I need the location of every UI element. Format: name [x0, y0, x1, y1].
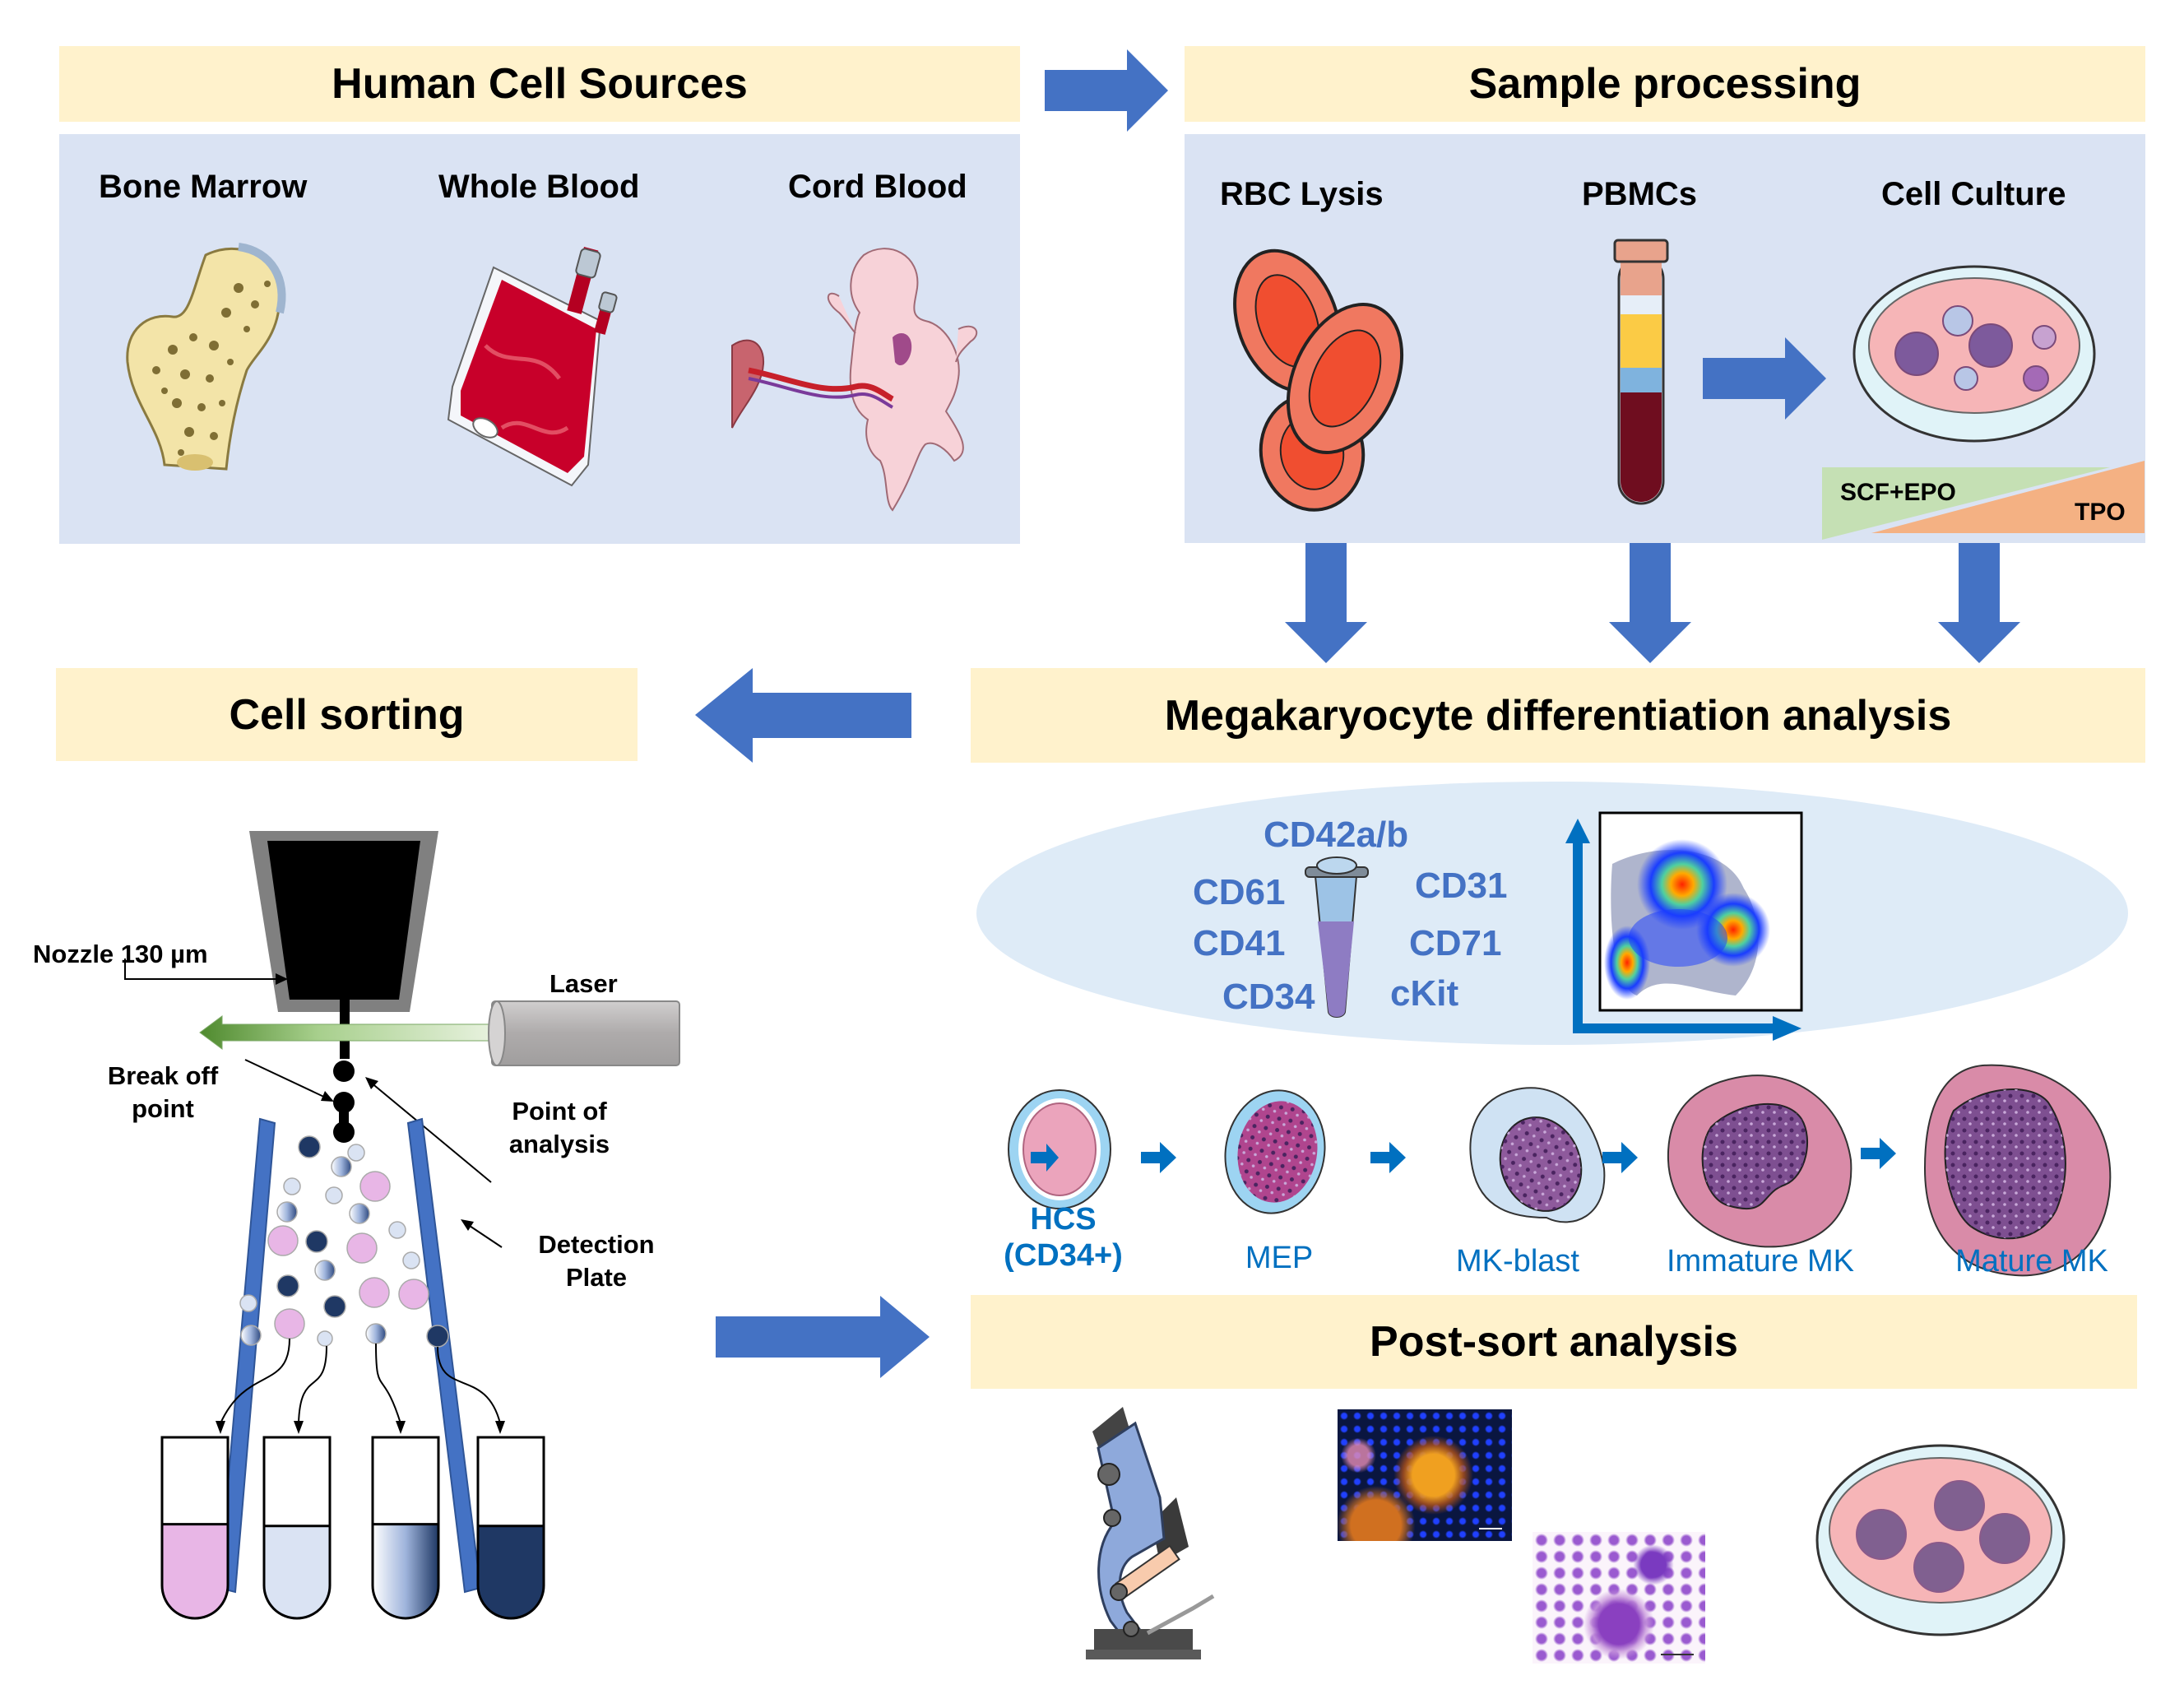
header-post-sort: Post-sort analysis — [971, 1295, 2137, 1389]
header-sample-processing: Sample processing — [1185, 46, 2145, 122]
label-laser: Laser — [549, 969, 618, 998]
stage-label-hcs: HCS (CD34+) — [1004, 1202, 1123, 1273]
antibody-tube-icon — [1305, 856, 1369, 1018]
sorted-cell-particles — [239, 1135, 449, 1348]
marker-cd61: CD61 — [1193, 872, 1286, 912]
label-scf-epo: SCF+EPO — [1840, 479, 1956, 506]
stage-label-immature-mk: Immature MK — [1666, 1244, 1855, 1279]
cytokine-gradient — [1822, 461, 2145, 540]
cell-mep — [1224, 1089, 1326, 1214]
header-mk-differentiation: Megakaryocyte differentiation analysis — [971, 668, 2145, 763]
tube-liquid — [478, 1525, 544, 1618]
mk-stage-cells — [1008, 1064, 2112, 1277]
scale-bar — [1479, 1528, 1502, 1529]
tube-liquid — [373, 1524, 438, 1618]
flow-density-cloud — [1604, 839, 1770, 1000]
flow-arrow-left — [695, 668, 911, 763]
bone-marrow-icon — [126, 243, 286, 471]
stage-label-mk-blast: MK-blast — [1456, 1244, 1579, 1279]
tube-liquid — [162, 1524, 228, 1618]
label-break-off-point: Break off point — [107, 1061, 219, 1123]
collection-tube — [160, 1436, 230, 1620]
density-tube-icon — [1613, 239, 1669, 505]
marker-ellipse — [976, 782, 2128, 1045]
label-cord-blood: Cord Blood — [788, 169, 967, 205]
flow-arrow-down-1 — [1285, 543, 1367, 663]
flow-cytometry-plot — [1565, 811, 1803, 1041]
label-bone-marrow: Bone Marrow — [99, 169, 308, 205]
flow-arrow-right-2 — [716, 1296, 930, 1378]
label-tpo: TPO — [2075, 499, 2126, 526]
collection-tube — [371, 1436, 440, 1620]
blood-bag-icon — [447, 247, 618, 487]
stained-micrograph — [1533, 1532, 1705, 1664]
stage-label-mep: MEP — [1245, 1241, 1314, 1275]
stage-label-mature-mk: Mature MK — [1955, 1244, 2108, 1279]
label-nozzle: Nozzle 130 µm — [33, 940, 208, 968]
label-point-of-analysis: Point of analysis — [508, 1097, 610, 1158]
header-cell-sorting: Cell sorting — [56, 668, 638, 761]
petri-dish-icon — [1852, 265, 2096, 443]
label-pbmcs: PBMCs — [1582, 176, 1698, 212]
cell-mk-blast — [1469, 1087, 1606, 1223]
label-detection-plate: Detection Plate — [538, 1230, 655, 1292]
flow-arrow-right-1 — [1045, 49, 1168, 132]
marker-cd31: CD31 — [1415, 866, 1508, 906]
section-title: Post-sort analysis — [1370, 1318, 1738, 1366]
cell-sorter-diagram — [124, 831, 680, 1594]
marker-cd34: CD34 — [1222, 977, 1315, 1017]
scale-bar — [1661, 1654, 1694, 1655]
section-title: Human Cell Sources — [332, 60, 748, 108]
culture-arrow-icon — [1703, 337, 1826, 420]
cell-immature-mk — [1667, 1074, 1852, 1248]
detection-plate-left — [217, 1117, 276, 1594]
newborn-cord-icon — [731, 248, 978, 512]
collection-tube — [262, 1436, 332, 1620]
section-title: Sample processing — [1468, 60, 1862, 108]
flow-arrow-down-2 — [1609, 543, 1691, 663]
cell-mature-mk — [1923, 1064, 2112, 1277]
post-sort-petri-dish-icon — [1815, 1444, 2066, 1636]
section-title: Cell sorting — [229, 690, 465, 739]
section-title: Megakaryocyte differentiation analysis — [1164, 691, 1952, 740]
collection-tubes — [160, 1436, 545, 1620]
label-cell-culture: Cell Culture — [1881, 176, 2066, 212]
marker-cd71: CD71 — [1409, 923, 1502, 963]
collection-tube — [476, 1436, 545, 1620]
marker-ckit: cKit — [1390, 973, 1459, 1014]
microscope-icon — [1086, 1407, 1215, 1659]
label-whole-blood: Whole Blood — [438, 169, 640, 205]
laser-icon — [491, 1000, 680, 1066]
marker-cd41: CD41 — [1193, 923, 1286, 963]
header-human-cell-sources: Human Cell Sources — [59, 46, 1020, 122]
tube-liquid — [264, 1525, 330, 1618]
cell-hcs — [1008, 1089, 1111, 1209]
marker-cd42ab: CD42a/b — [1264, 815, 1409, 855]
flow-arrow-down-3 — [1938, 543, 2020, 663]
red-blood-cells-icon — [1233, 248, 1404, 512]
label-rbc-lysis: RBC Lysis — [1220, 176, 1384, 212]
fluorescence-micrograph — [1338, 1409, 1512, 1541]
